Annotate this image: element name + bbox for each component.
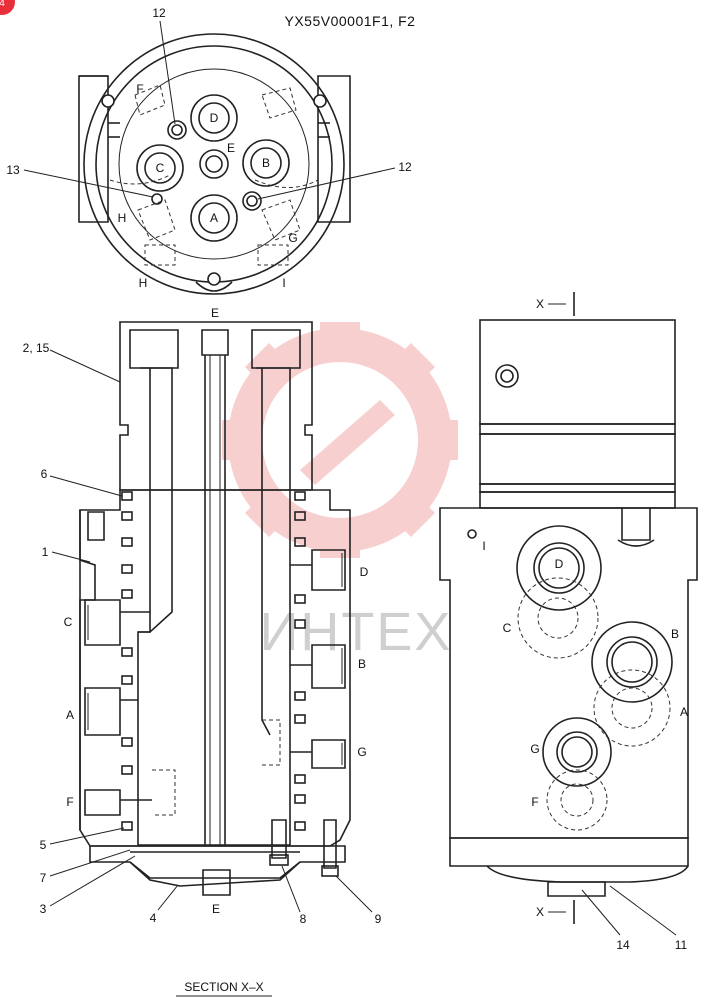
callout-14: 14: [616, 938, 630, 952]
callout-1: 1: [42, 545, 49, 559]
top-zone-i-label: I: [282, 276, 285, 290]
callout-12-top: 12: [152, 6, 166, 20]
callout-2-15: 2, 15: [23, 341, 50, 355]
callout-8: 8: [300, 912, 307, 926]
callout-13: 13: [6, 163, 20, 177]
callout-11: 11: [675, 938, 688, 952]
section-port-a: A: [66, 708, 74, 722]
callout-7: 7: [40, 871, 47, 885]
section-port-d: D: [360, 565, 369, 579]
section-port-c: C: [64, 615, 73, 629]
top-zone-g-label: G: [288, 231, 297, 245]
watermark-gear-logo: [222, 322, 458, 558]
callout-4: 4: [150, 911, 157, 925]
section-marker-bottom: X: [536, 905, 544, 919]
callout-12-right: 12: [398, 160, 412, 174]
section-view: [79, 321, 351, 896]
callout-3: 3: [40, 902, 47, 916]
side-port-a: A: [680, 705, 688, 719]
section-port-g: G: [357, 745, 366, 759]
top-zone-h-lower-label: H: [139, 276, 148, 290]
callout-9: 9: [375, 912, 382, 926]
callout-5: 5: [40, 838, 47, 852]
section-marker-top: X: [536, 297, 544, 311]
top-port-d-label: D: [210, 111, 219, 125]
section-port-e-top: E: [211, 306, 219, 320]
top-port-b-label: B: [262, 156, 270, 170]
side-port-b: B: [671, 627, 679, 641]
section-port-b: B: [358, 657, 366, 671]
side-port-f: F: [531, 795, 538, 809]
side-port-g: G: [530, 742, 539, 756]
top-zone-h-label: H: [118, 211, 127, 225]
section-caption: SECTION X–X: [184, 980, 263, 994]
top-port-c-label: C: [156, 161, 165, 175]
side-mark-i: I: [482, 539, 485, 553]
callout-6: 6: [41, 467, 48, 481]
top-view: [78, 33, 351, 295]
top-port-a-label: A: [210, 211, 218, 225]
section-port-e-bottom: E: [212, 902, 220, 916]
top-zone-f-label: F: [136, 82, 143, 96]
section-port-f: F: [66, 795, 73, 809]
part-number-title: YX55V00001F1, F2: [285, 13, 416, 29]
top-port-e-label: E: [227, 141, 235, 155]
side-port-c: C: [503, 621, 512, 635]
watermark-text: ИНТЕХ: [260, 602, 453, 662]
page-badge: 4: [0, 0, 15, 15]
side-view: [439, 292, 698, 924]
side-port-d: D: [555, 557, 564, 571]
page-badge-text: 4: [0, 0, 5, 9]
